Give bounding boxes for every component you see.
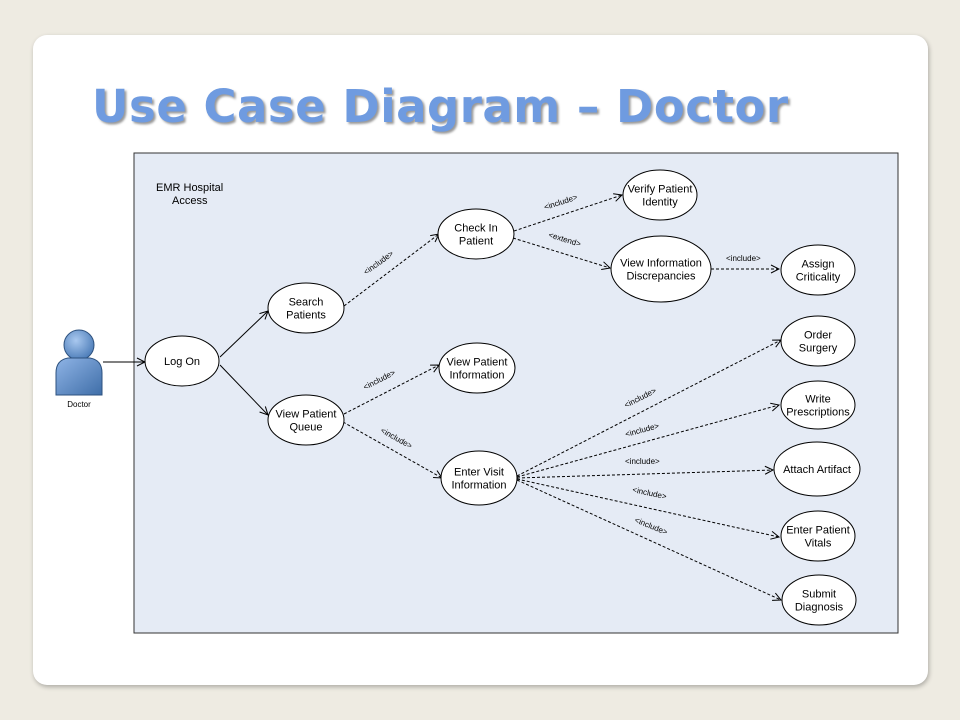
use-case-label: Enter Patient <box>786 525 850 537</box>
use-case-label: Prescriptions <box>786 407 850 419</box>
use-case-ellipse <box>267 394 345 446</box>
use-case-label: Information <box>451 480 506 492</box>
actor-name: Doctor <box>67 400 91 409</box>
label-include-criticality: <include> <box>726 254 761 263</box>
association-logon-queue <box>219 364 268 415</box>
use-case-label: Information <box>449 370 504 382</box>
use-case-label: Submit <box>802 589 836 601</box>
system-boundary <box>133 152 899 634</box>
use-case-ellipse <box>267 282 345 334</box>
use-case-label: Patients <box>286 310 326 322</box>
use-case-ellipse <box>610 235 712 303</box>
use-case-label: Check In <box>454 223 497 235</box>
use-case-label: Surgery <box>799 343 838 355</box>
use-case-label: Enter Visit <box>454 467 504 479</box>
use-case-ellipse <box>622 169 698 221</box>
relation-visit-diagnosis <box>516 479 781 600</box>
use-case-label: View Information <box>620 258 702 270</box>
use-case-label: View Patient <box>276 409 337 421</box>
use-case-ellipse <box>437 208 515 260</box>
relation-checkin-discrepancies <box>512 237 610 268</box>
person-icon <box>55 329 103 396</box>
use-case-ellipse <box>780 244 856 296</box>
use-case-label: Log On <box>164 356 200 368</box>
use-case-label: Queue <box>289 422 322 434</box>
use-case-label: Verify Patient <box>628 184 693 196</box>
use-case-ellipse <box>781 574 857 626</box>
use-case-attach-artifact: Attach Artifact <box>773 441 861 497</box>
use-case-label: Order <box>804 330 832 342</box>
use-case-label: Write <box>805 394 830 406</box>
boundary-label-line2: Access <box>172 195 208 207</box>
relation-queue-entervisit <box>342 421 442 478</box>
use-case-label: Search <box>289 297 324 309</box>
use-case-label: Assign <box>801 259 834 271</box>
use-case-label: Discrepancies <box>626 271 696 283</box>
use-case-label: Identity <box>642 197 678 209</box>
relation-visit-artifact <box>516 470 773 479</box>
use-case-ellipse <box>144 335 220 387</box>
use-case-ellipse <box>780 315 856 367</box>
use-case-label: Diagnosis <box>795 602 844 614</box>
relation-queue-viewinfo <box>343 365 439 415</box>
use-case-label: Criticality <box>796 272 841 284</box>
relation-checkin-verify <box>513 195 622 232</box>
use-case-ellipse <box>773 441 861 497</box>
use-case-label: Attach Artifact <box>783 464 851 476</box>
use-case-ellipse <box>440 450 518 506</box>
relation-visit-surgery <box>516 340 781 477</box>
use-case-ellipse <box>438 342 516 394</box>
relation-visit-prescriptions <box>516 405 779 478</box>
use-case-ellipse <box>780 510 856 562</box>
association-logon-search <box>219 311 268 358</box>
boundary-label-line1: EMR Hospital <box>156 182 223 194</box>
slide-title: Use Case Diagram – Doctor <box>92 80 789 133</box>
use-case-log-on: Log On <box>144 335 220 387</box>
use-case-label: Vitals <box>805 538 832 550</box>
use-case-ellipse <box>780 380 856 430</box>
use-case-label: Patient <box>459 236 493 248</box>
use-case-label: View Patient <box>447 357 508 369</box>
label-include-artifact: <include> <box>625 457 660 466</box>
